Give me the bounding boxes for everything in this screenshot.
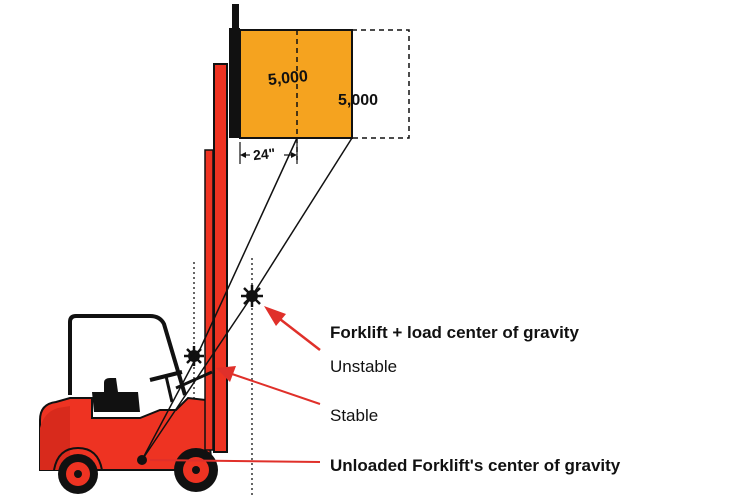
unloaded-cog-label: Unloaded Forklift's center of gravity bbox=[330, 456, 621, 475]
stable-pointer-arrow-icon bbox=[216, 366, 321, 405]
stable-cog-star-icon bbox=[184, 346, 204, 366]
unstable-load-line bbox=[251, 137, 353, 297]
unloaded-cog-arrow-icon bbox=[149, 459, 321, 463]
forklift-body bbox=[39, 314, 218, 494]
shifted-load-weight-label: 5,000 bbox=[338, 92, 379, 109]
unstable-label: Unstable bbox=[330, 357, 398, 376]
unloaded-cog-marker bbox=[137, 455, 147, 465]
offset-dimension-label: 24" bbox=[252, 144, 276, 164]
unstable-base-line bbox=[141, 295, 253, 461]
combined-cog-arrow-icon bbox=[264, 306, 321, 351]
stable-load-line bbox=[195, 137, 298, 359]
load-box bbox=[239, 29, 353, 139]
unstable-cog-star-icon bbox=[241, 285, 263, 307]
combined-cog-label: Forklift + load center of gravity bbox=[330, 323, 579, 342]
offset-dimension-marker bbox=[239, 142, 298, 164]
stable-base-line bbox=[141, 357, 197, 461]
shifted-load-outline bbox=[352, 29, 410, 139]
stable-label: Stable bbox=[330, 406, 379, 425]
forklift-mast bbox=[175, 4, 240, 453]
